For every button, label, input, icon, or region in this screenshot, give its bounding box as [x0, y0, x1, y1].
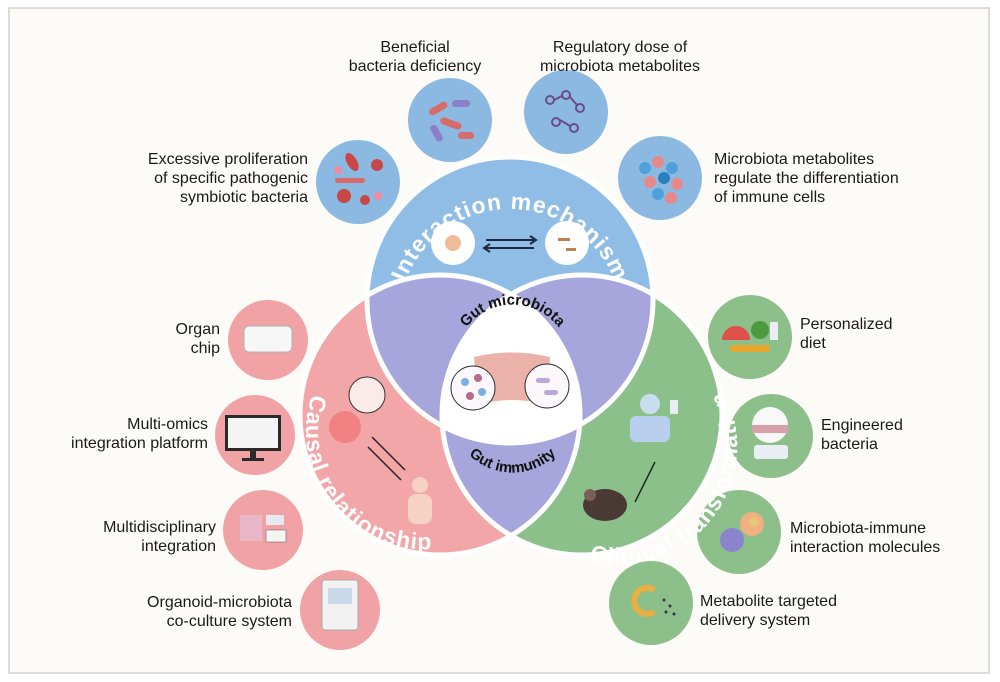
- metabolite-molecule-icon: [545, 90, 585, 133]
- item-circle-organ-chip: [228, 300, 308, 380]
- item-circle-organoid: [300, 570, 380, 650]
- patient-icon: [630, 394, 678, 442]
- item-circle-multidisciplinary: [223, 490, 303, 570]
- label-beneficial-bacteria: Beneficial bacteria deficiency: [348, 39, 482, 75]
- label-multidisciplinary: Multidisciplinary integration: [103, 519, 216, 555]
- arrow-right-icon: [486, 235, 538, 245]
- engineered-bacteria-icon: [752, 407, 788, 459]
- interaction-illustration: [431, 221, 589, 265]
- label-organ-chip: Organ chip: [175, 321, 220, 357]
- bidirectional-arrow-icon: [367, 436, 406, 481]
- immune-cells-icon: [639, 156, 683, 204]
- label-delivery-system: Metabolite targeted delivery system: [700, 593, 837, 629]
- label-immune-molecules: Microbiota-immune interaction molecules: [790, 520, 941, 556]
- label-multi-omics: Multi-omics integration platform: [71, 416, 208, 452]
- item-circle-immune-molecules: [697, 490, 781, 574]
- label-metabolite-dose: Regulatory dose of microbiota metabolite…: [539, 39, 701, 75]
- lab-charts-icon: [240, 515, 287, 543]
- arrow-left-icon: [482, 243, 534, 253]
- label-pathogenic-bacteria: Excessive proliferation of specific path…: [147, 151, 308, 206]
- center-illustration: [450, 352, 570, 411]
- item-circle-multi-omics: [215, 395, 295, 475]
- nanoparticle-icon: [631, 585, 676, 617]
- organ-chip-icon: [243, 325, 293, 353]
- human-icon: [408, 477, 432, 524]
- food-icon: [722, 321, 778, 352]
- causal-illustration: [329, 376, 432, 524]
- item-circle-engineered-bacteria: [729, 394, 813, 478]
- item-circle-beneficial-bacteria: [408, 78, 492, 162]
- immune-cell-molecule-icon: [720, 512, 764, 552]
- arrow-icon: [634, 461, 656, 503]
- label-organoid: Organoid-microbiota co-culture system: [147, 594, 292, 630]
- label-metabolite-differentiation: Microbiota metabolites regulate the diff…: [714, 151, 899, 206]
- item-circle-delivery-system: [609, 561, 693, 645]
- item-circle-pathogenic-bacteria: [316, 140, 400, 224]
- pathogen-icon: [334, 152, 383, 205]
- mouse-icon: [583, 489, 627, 521]
- item-circle-metabolite-differentiation: [618, 136, 702, 220]
- monitor-icon: [225, 415, 281, 461]
- item-circle-diet: [708, 295, 792, 379]
- bacteria-icon: [429, 100, 474, 142]
- clinical-illustration: [583, 394, 678, 521]
- label-engineered-bacteria: Engineered bacteria: [821, 417, 903, 453]
- item-circle-metabolite-dose: [524, 70, 608, 154]
- circle-outlines: [297, 154, 725, 558]
- incubator-icon: [321, 579, 359, 631]
- label-personalized-diet: Personalized diet: [800, 316, 893, 352]
